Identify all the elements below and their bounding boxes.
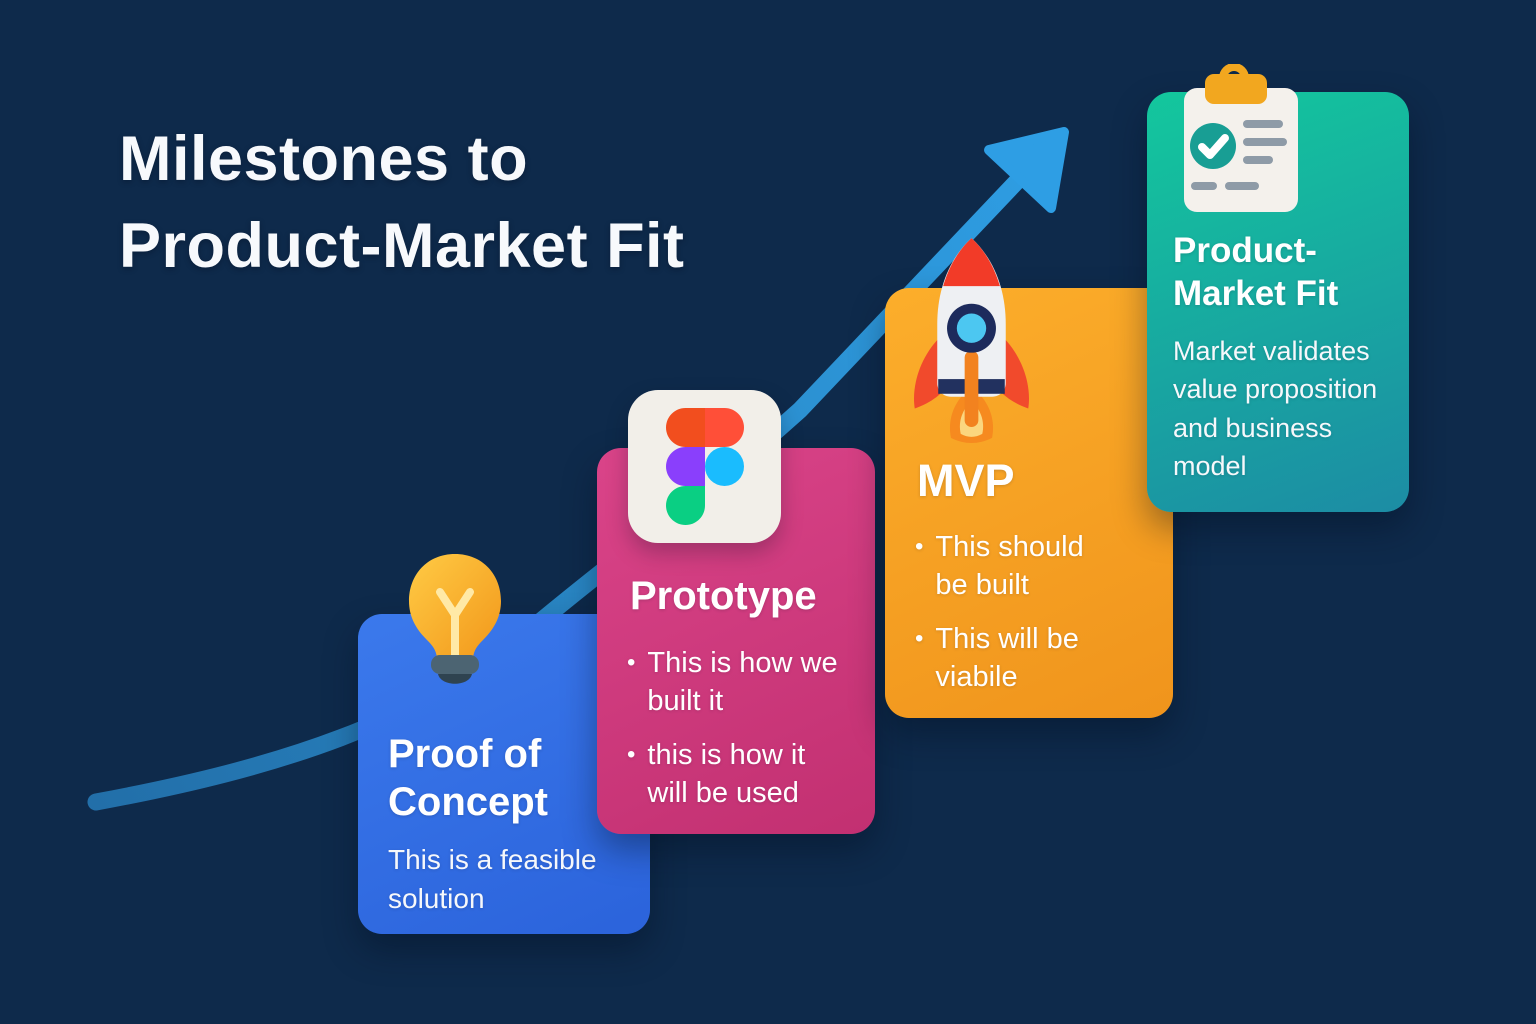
bullet-text: This is how we built it [647,647,838,718]
card-description: This is a feasible solution [388,844,597,915]
bullet-list: • This should be built • This will be vi… [915,528,1084,696]
bullet-text: This should be built [935,531,1084,602]
bullet-item: • This will be viabile [915,620,1084,697]
card-description: Market validates value proposition and b… [1173,336,1378,481]
bullet-list: • This is how we built it • this is how … [627,644,838,812]
bullet-dot: • [915,533,924,560]
milestone-card-mvp: MVP • This should be built • This will b… [885,238,1173,718]
milestone-card-prototype: Prototype • This is how we built it • th… [597,390,875,834]
card-heading: Prototype [630,574,817,618]
figma-icon [665,408,744,525]
bullet-dot: • [627,740,636,768]
bullet-item: • This should be built [915,528,1084,605]
card-heading: Product- Market Fit [1173,231,1339,313]
figma-icon-tile [628,390,781,543]
bullet-dot: • [915,624,924,652]
card-heading: MVP [917,455,1015,506]
lightbulb-icon [409,554,501,684]
clipboard-icon [1184,64,1298,212]
bullet-item: • this is how it will be used [627,736,838,813]
page-title: Milestones to Product-Market Fit [119,124,685,281]
bullet-text: this is how it will be used [647,738,806,809]
bullet-text: This will be viabile [935,622,1079,693]
bullet-item: • This is how we built it [627,644,838,721]
card-heading: Proof of Concept [388,732,548,824]
milestone-card-product-market-fit: Product- Market Fit Market validates val… [1147,64,1409,512]
arrowhead-icon [984,127,1069,213]
rocket-icon [914,238,1029,443]
bullet-dot: • [627,649,636,676]
